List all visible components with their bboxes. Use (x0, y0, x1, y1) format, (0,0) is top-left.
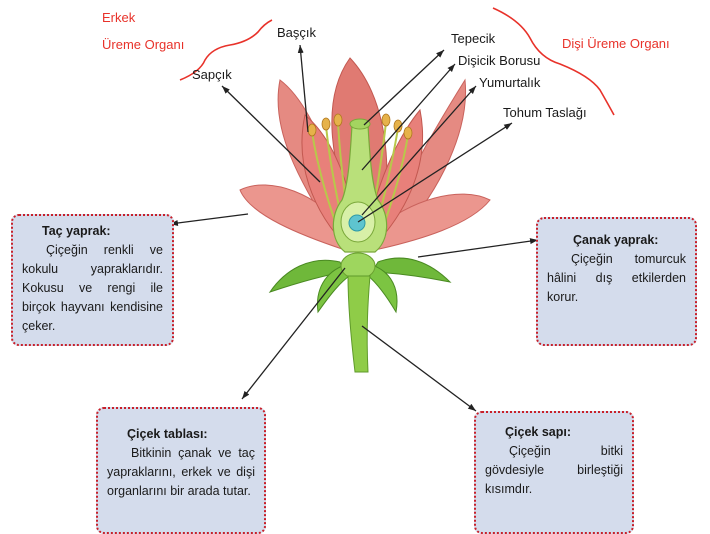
sepal-text: Çiçeğin tomurcuk hâlini dış etkilerden k… (547, 250, 686, 307)
stem-shape (348, 276, 370, 372)
stigma-label: Tepecik (451, 31, 495, 46)
petal-title: Taç yaprak: (22, 222, 163, 241)
petal-text: Çiçeğin renkli ve kokulu yapraklarıdır. … (22, 241, 163, 336)
male-organ-label: Erkek (102, 10, 135, 25)
male-organ-label-2: Üreme Organı (102, 37, 184, 52)
petal-info-box: Taç yaprak: Çiçeğin renkli ve kokulu yap… (11, 214, 174, 346)
stigma-shape (350, 119, 370, 129)
style-label: Dişicik Borusu (458, 53, 540, 68)
ovary-label: Yumurtalık (479, 75, 540, 90)
receptacle-info-box: Çiçek tablası: Bitkinin çanak ve taç yap… (96, 407, 266, 534)
female-organ-label: Dişi Üreme Organı (562, 36, 670, 51)
sepal-title: Çanak yaprak: (547, 231, 686, 250)
sepal-info-box: Çanak yaprak: Çiçeğin tomurcuk hâlini dı… (536, 217, 697, 346)
ovule-shape (349, 215, 365, 231)
stalk-title: Çiçek sapı: (485, 423, 623, 442)
anther-label: Başçık (277, 25, 316, 40)
stalk-text: Çiçeğin bitki gövdesiyle birleştiği kısı… (485, 442, 623, 499)
receptacle-shape (341, 253, 375, 279)
filament-label: Sapçık (192, 67, 232, 82)
ovule-label: Tohum Taslağı (503, 105, 587, 120)
stalk-info-box: Çiçek sapı: Çiçeğin bitki gövdesiyle bir… (474, 411, 634, 534)
receptacle-text: Bitkinin çanak ve taç yapraklarını, erke… (107, 444, 255, 501)
receptacle-title: Çiçek tablası: (107, 425, 255, 444)
